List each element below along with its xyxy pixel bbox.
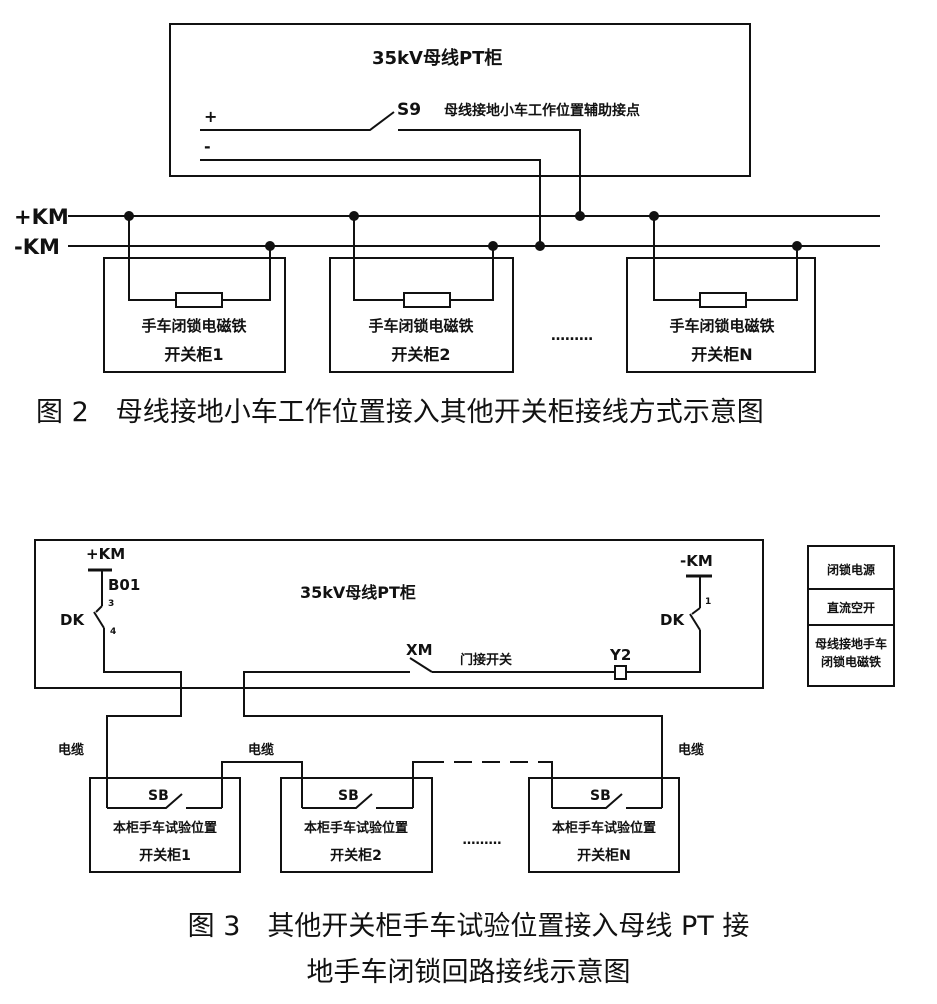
cabinet-label: 开关柜1 bbox=[164, 345, 223, 364]
left-cable-wire bbox=[103, 628, 182, 808]
switchgear-cabinet-n: SB 本柜手车试验位置 开关柜N bbox=[528, 777, 680, 873]
sb-label: SB bbox=[338, 788, 359, 804]
contact-label: 本柜手车试验位置 bbox=[304, 820, 408, 836]
cable-label: 电缆 bbox=[678, 742, 704, 758]
coil-label: 手车闭锁电磁铁 bbox=[669, 317, 774, 335]
aux-contact-label: 母线接地小车工作位置辅助接点 bbox=[444, 102, 640, 119]
door-switch-label: 门接开关 bbox=[460, 652, 512, 668]
pt-cabinet-box bbox=[169, 23, 751, 177]
xm-door-switch-symbol bbox=[409, 657, 433, 673]
figure-3: 35kV母线PT柜 +KM B01 3 DK 4 -KM 1 DK Y2 XM … bbox=[34, 539, 895, 873]
legend-item: 母线接地手车 bbox=[815, 636, 887, 651]
sb-contact-symbol bbox=[552, 793, 662, 809]
pt-cabinet-title: 35kV母线PT柜 bbox=[372, 47, 502, 69]
pin-4-label: 4 bbox=[110, 627, 116, 637]
cabinet-label: 开关柜1 bbox=[139, 847, 191, 864]
y2-electromagnet bbox=[614, 665, 627, 680]
sb-label: SB bbox=[148, 788, 169, 804]
ellipsis: ……… bbox=[551, 328, 593, 344]
right-wire bbox=[626, 630, 701, 673]
coil-label: 手车闭锁电磁铁 bbox=[368, 317, 473, 335]
switchgear-cabinet-1: SB 本柜手车试验位置 开关柜1 bbox=[89, 777, 241, 873]
sb-label: SB bbox=[590, 788, 611, 804]
electromagnet-coil bbox=[175, 292, 223, 308]
dk-right-breaker-symbol bbox=[689, 607, 701, 631]
legend-item: 直流空开 bbox=[827, 600, 875, 615]
coil-label: 手车闭锁电磁铁 bbox=[141, 317, 246, 335]
minus-wire bbox=[200, 159, 541, 246]
electromagnet-coil bbox=[699, 292, 747, 308]
ellipsis: ……… bbox=[463, 833, 502, 848]
wire bbox=[544, 761, 553, 808]
sb-contact-symbol bbox=[302, 793, 413, 809]
plus-km-label: +KM bbox=[86, 545, 125, 563]
minus-km-label: -KM bbox=[680, 552, 713, 570]
legend-box: 闭锁电源 直流空开 母线接地手车 闭锁电磁铁 bbox=[807, 545, 895, 687]
contact-label: 本柜手车试验位置 bbox=[552, 820, 656, 836]
cabinet-label: 开关柜N bbox=[691, 345, 752, 364]
electromagnet-coil bbox=[403, 292, 451, 308]
dk-left-breaker-symbol bbox=[93, 605, 105, 629]
switchgear-cabinet-2: 手车闭锁电磁铁 开关柜2 bbox=[329, 216, 514, 373]
dk-left-label: DK bbox=[60, 611, 85, 629]
junction-dot bbox=[535, 241, 545, 251]
junction-dot bbox=[575, 211, 585, 221]
pt-cabinet-box bbox=[34, 539, 764, 689]
switchgear-cabinet-2: SB 本柜手车试验位置 开关柜2 bbox=[280, 777, 433, 873]
contact-label: 本柜手车试验位置 bbox=[113, 820, 217, 836]
wire bbox=[412, 761, 426, 808]
bus-plus-km-label: +KM bbox=[14, 205, 69, 229]
legend-item: 闭锁电磁铁 bbox=[821, 654, 881, 669]
y2-label: Y2 bbox=[609, 646, 631, 664]
figure-2-caption: 图 2 母线接地小车工作位置接入其他开关柜接线方式示意图 bbox=[36, 397, 764, 428]
cable-label: 电缆 bbox=[58, 742, 84, 758]
minus-terminal-label: - bbox=[204, 137, 211, 156]
pt-cabinet-title: 35kV母线PT柜 bbox=[300, 583, 416, 602]
pin-1-label: 1 bbox=[705, 597, 711, 607]
figure-3-caption-line-1: 图 3 其他开关柜手车试验位置接入母线 PT 接 bbox=[187, 911, 750, 942]
sb-contact-symbol bbox=[107, 793, 222, 809]
switch-s9-label: S9 bbox=[397, 100, 421, 120]
bus-minus-km-label: -KM bbox=[14, 235, 60, 259]
right-cable-wire bbox=[243, 671, 663, 808]
pin-3-label: 3 bbox=[108, 599, 114, 609]
switchgear-cabinet-1: 手车闭锁电磁铁 开关柜1 bbox=[103, 216, 286, 373]
s9-plus-wire bbox=[200, 111, 581, 216]
figure-2: 35kV母线PT柜 + - S9 母线接地小车工作位置辅助接点 +KM -KM … bbox=[14, 23, 880, 373]
cable-1-2-wire bbox=[221, 761, 303, 808]
switchgear-cabinet-n: 手车闭锁电磁铁 开关柜N bbox=[626, 216, 816, 373]
plus-terminal-label: + bbox=[204, 107, 217, 126]
legend-item: 闭锁电源 bbox=[827, 562, 875, 577]
xm-label: XM bbox=[406, 641, 433, 659]
cabinet-label: 开关柜2 bbox=[330, 847, 382, 864]
figure-3-caption-line-2: 地手车闭锁回路接线示意图 bbox=[306, 957, 631, 988]
cabinet-label: 开关柜2 bbox=[391, 345, 450, 364]
cabinet-label: 开关柜N bbox=[577, 847, 631, 864]
cable-label: 电缆 bbox=[248, 742, 274, 758]
b01-label: B01 bbox=[108, 576, 140, 594]
dk-right-label: DK bbox=[660, 611, 685, 629]
